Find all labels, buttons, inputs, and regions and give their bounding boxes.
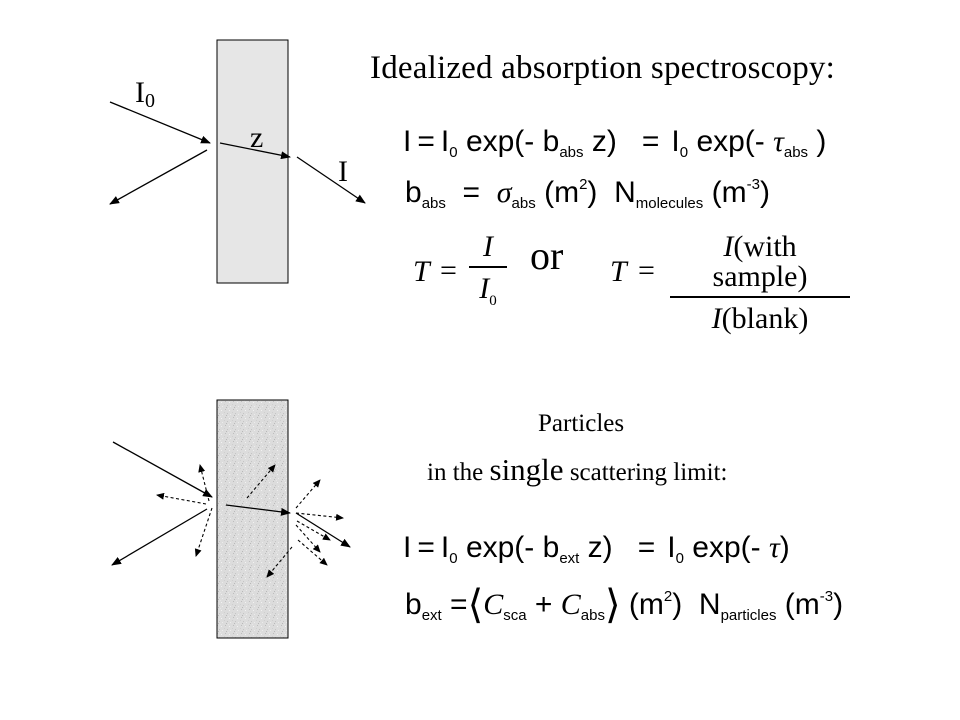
beer-lambert-equation: I = I0 exp(- babs z) = I0 exp(- τabs ) (403, 125, 827, 161)
transmitted-beam-arrow-particles (295, 512, 351, 548)
transmittance-measurement-equation: T = I(with sample) I(blank) (610, 232, 860, 334)
page-title: Idealized absorption spectroscopy: (370, 50, 835, 86)
or-label: or (530, 233, 564, 278)
path-length-label: z (250, 121, 264, 154)
particle-sample-slab (216, 399, 289, 639)
scattered-rays-left (156, 464, 213, 557)
incident-intensity-label: I0 (135, 76, 155, 112)
incident-beam-arrow (109, 101, 211, 144)
incident-beam-arrow-particles (112, 441, 213, 498)
extinction-equation: I = I0 exp(- bext z) = I0 exp(- τ) (403, 531, 790, 567)
path-inside-sample-arrow (219, 142, 291, 160)
particles-heading: Particles (538, 410, 625, 437)
scattered-rays-right (246, 464, 344, 578)
transmitted-intensity-label: I (338, 155, 348, 188)
absorption-coefficient-equation: babs = σabs (m2) Nmolecules (m-3) (405, 176, 770, 212)
absorbing-sample-slab (216, 39, 289, 284)
transmittance-ratio-equation: T = I I0 (413, 232, 523, 312)
transmitted-beam-arrow (296, 156, 366, 204)
single-scattering-subtitle: in the single scattering limit: (427, 452, 728, 487)
reflected-beam-arrow-particles (111, 508, 208, 566)
extinction-coefficient-equation: bext =⟨Csca + Cabs⟩ (m2) Nparticles (m-3… (405, 582, 844, 628)
reflected-beam-arrow (109, 149, 208, 205)
path-inside-particles-arrow (225, 504, 291, 516)
